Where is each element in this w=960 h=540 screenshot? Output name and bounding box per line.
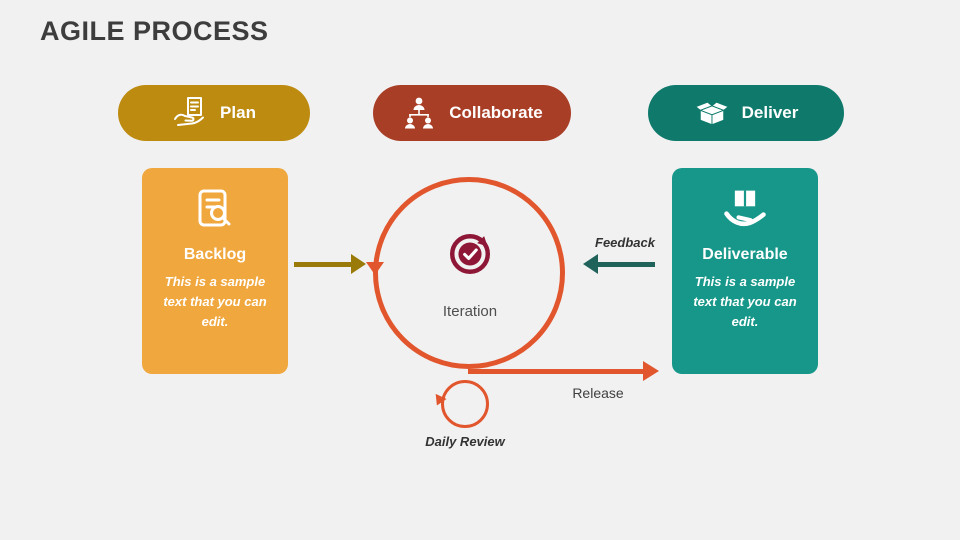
page-title: AGILE PROCESS xyxy=(40,16,269,46)
feedback-arrow xyxy=(597,262,655,267)
feedback-label: Feedback xyxy=(595,235,655,250)
pill-deliver-label: Deliver xyxy=(741,103,799,122)
deliverable-card: Deliverable This is a sample text that y… xyxy=(672,168,818,374)
daily-review-label: Daily Review xyxy=(425,434,505,449)
daily-review-circle xyxy=(441,380,489,428)
hand-box-icon xyxy=(721,186,769,234)
pill-plan-label: Plan xyxy=(220,103,256,122)
hand-document-icon xyxy=(172,95,208,131)
iteration-label: Iteration xyxy=(442,303,498,320)
open-box-icon xyxy=(694,95,730,131)
release-label: Release xyxy=(572,385,624,401)
team-hierarchy-icon xyxy=(401,95,437,131)
deliverable-title: Deliverable xyxy=(702,246,788,263)
backlog-card: Backlog This is a sample text that you c… xyxy=(142,168,288,374)
deliverable-body: This is a sample text that you can edit. xyxy=(693,274,797,330)
feedback-arrowhead-icon xyxy=(583,254,598,274)
backlog-body: This is a sample text that you can edit. xyxy=(163,274,267,330)
backlog-title: Backlog xyxy=(183,246,247,263)
pill-collaborate: Collaborate xyxy=(373,85,571,141)
release-arrowhead-icon xyxy=(643,361,659,381)
pill-plan: Plan xyxy=(118,85,310,141)
cycle-direction-arrowhead-icon xyxy=(366,262,384,275)
document-search-icon xyxy=(191,186,239,234)
cycle-check-icon xyxy=(438,222,502,286)
pill-deliver: Deliver xyxy=(648,85,844,141)
plan-arrow xyxy=(294,262,352,267)
plan-arrowhead-icon xyxy=(351,254,366,274)
release-arrow xyxy=(468,369,644,374)
pill-collaborate-label: Collaborate xyxy=(449,103,543,122)
